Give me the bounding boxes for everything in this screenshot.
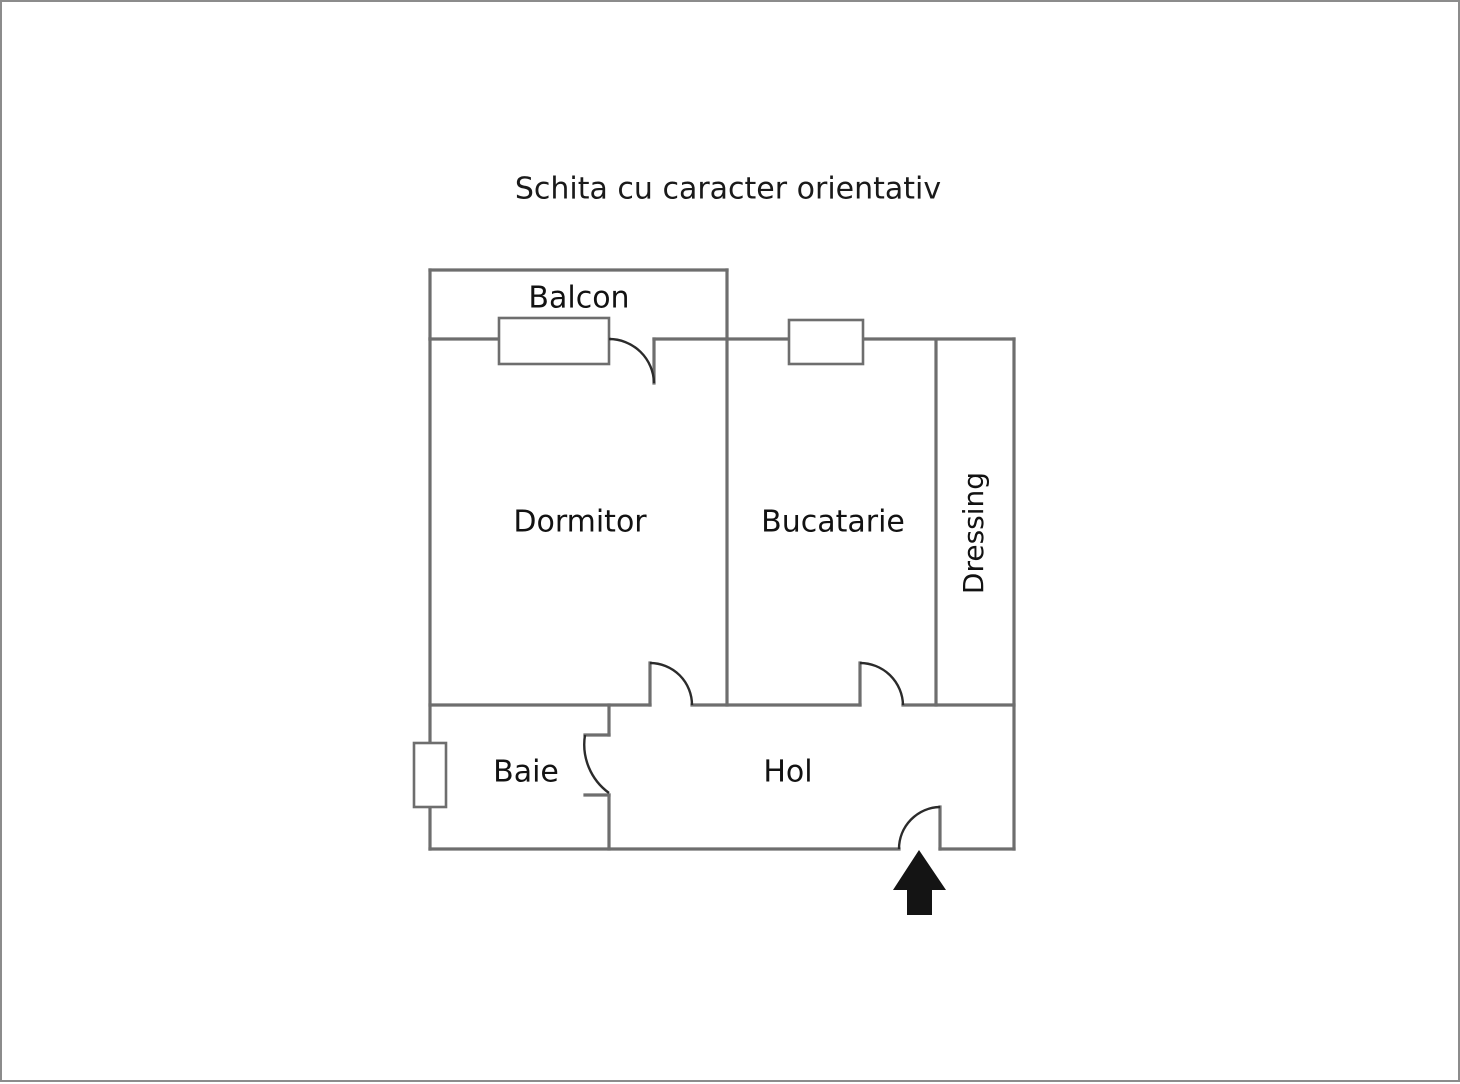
balcony-window bbox=[497, 316, 611, 366]
entrance-door-arc bbox=[897, 805, 941, 850]
room-balcon bbox=[428, 268, 729, 341]
bathroom-window bbox=[412, 741, 448, 809]
balcony-door-arc bbox=[608, 337, 656, 384]
room-label-dressing: Dressing bbox=[957, 472, 990, 594]
page-title: Schita cu caracter orientativ bbox=[515, 172, 941, 207]
bathroom-door-arc bbox=[583, 734, 610, 794]
kitchen-door-arc bbox=[859, 661, 905, 706]
room-label-baie: Baie bbox=[493, 755, 559, 790]
room-label-dormitor: Dormitor bbox=[513, 505, 647, 540]
bedroom-door-arc bbox=[649, 661, 694, 706]
windows bbox=[412, 316, 865, 809]
room-label-hol: Hol bbox=[763, 755, 812, 790]
kitchen-window bbox=[787, 318, 865, 366]
entrance-arrow bbox=[893, 850, 946, 915]
room-label-balcon: Balcon bbox=[528, 281, 629, 316]
room-label-bucatarie: Bucatarie bbox=[761, 505, 905, 540]
interior-walls bbox=[428, 337, 1016, 851]
door-swings bbox=[583, 337, 942, 851]
entrance-arrow-shape bbox=[893, 850, 946, 915]
